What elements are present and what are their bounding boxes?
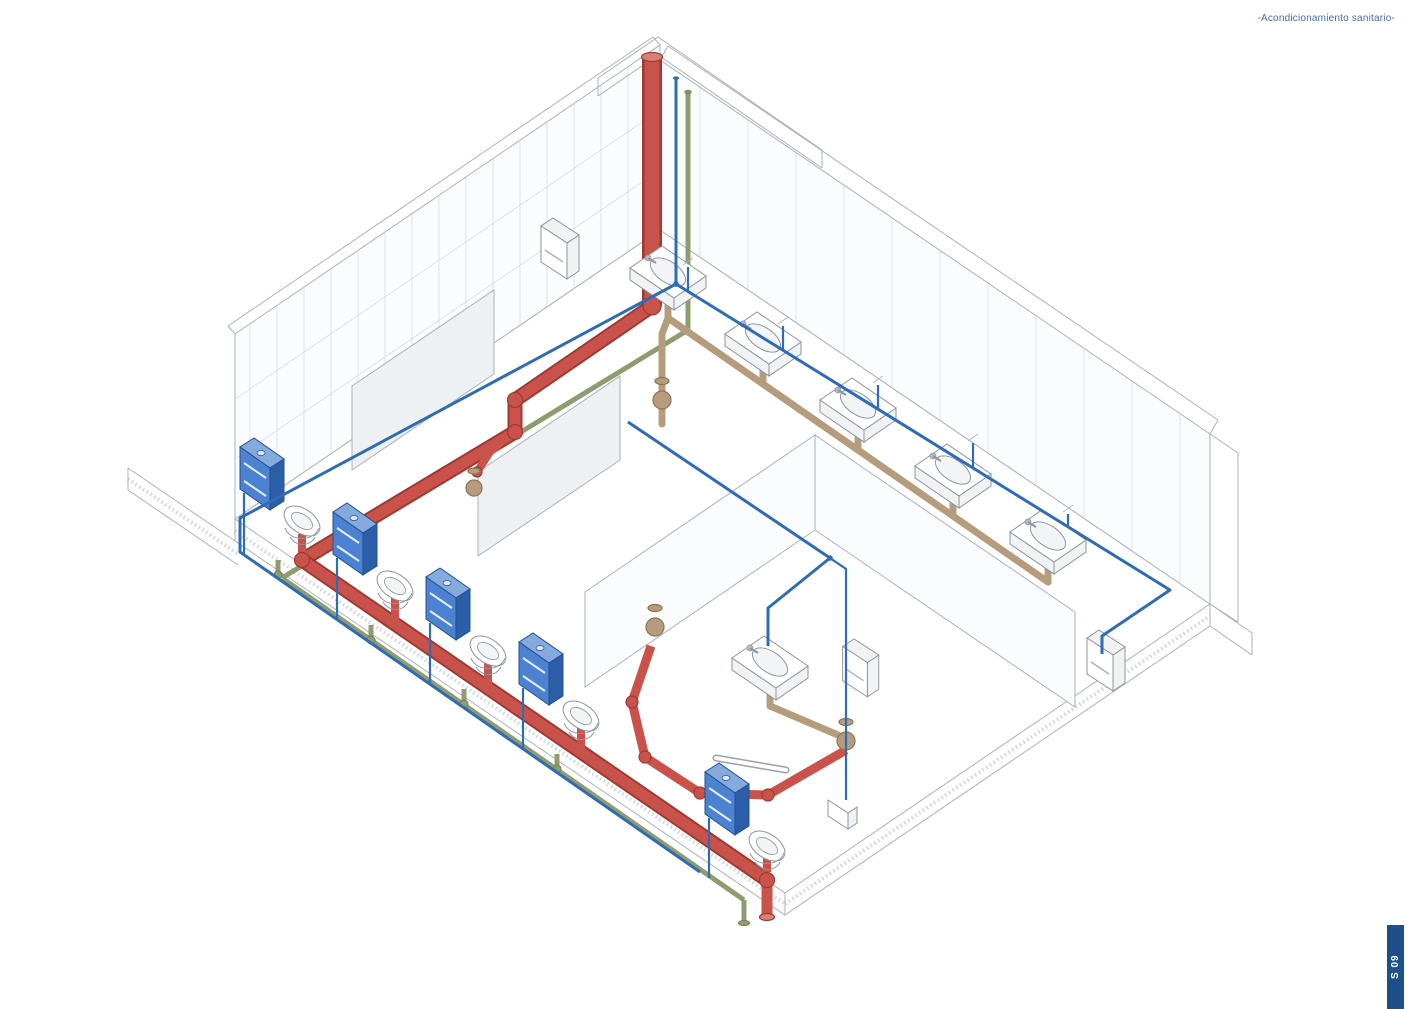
- sheet-number: S 09: [1390, 954, 1401, 980]
- towel-dispenser: [841, 638, 880, 698]
- tan-floor-fitting-3: [645, 617, 665, 637]
- building-shell: [126, 36, 1253, 916]
- accessible-sink: [731, 635, 809, 701]
- red-pipe-network: [293, 51, 849, 922]
- blue-supply-network: [238, 76, 1172, 878]
- green-collector: [280, 575, 746, 903]
- red-stack-cap: [640, 51, 664, 63]
- sink-1: [629, 245, 707, 311]
- interior-partitions: [351, 289, 1076, 708]
- stall-panel-2: [477, 375, 621, 557]
- middle-room-wall-right: [814, 434, 1076, 708]
- hand-dryer: [1086, 629, 1126, 692]
- tiled-wall-nw: [227, 36, 661, 520]
- grab-bar: [712, 754, 790, 774]
- tan-floor-fitting-1: [652, 390, 672, 410]
- red-toilet-collector: [298, 555, 771, 885]
- soap-box: [827, 799, 858, 830]
- red-upper-run: [299, 301, 656, 565]
- blue-run-middle: [627, 420, 832, 646]
- sheet-number-tab: S 09: [1387, 925, 1404, 1009]
- tan-sink-collector: [664, 314, 1052, 586]
- blue-run-left: [238, 282, 701, 874]
- blue-run-right: [675, 282, 1172, 654]
- drawing-title: -Acondicionamiento sanitario-: [1257, 13, 1395, 24]
- tan-valve-2: [465, 479, 483, 497]
- diameter-ticks: [682, 257, 1074, 513]
- fixtures: [239, 217, 1126, 871]
